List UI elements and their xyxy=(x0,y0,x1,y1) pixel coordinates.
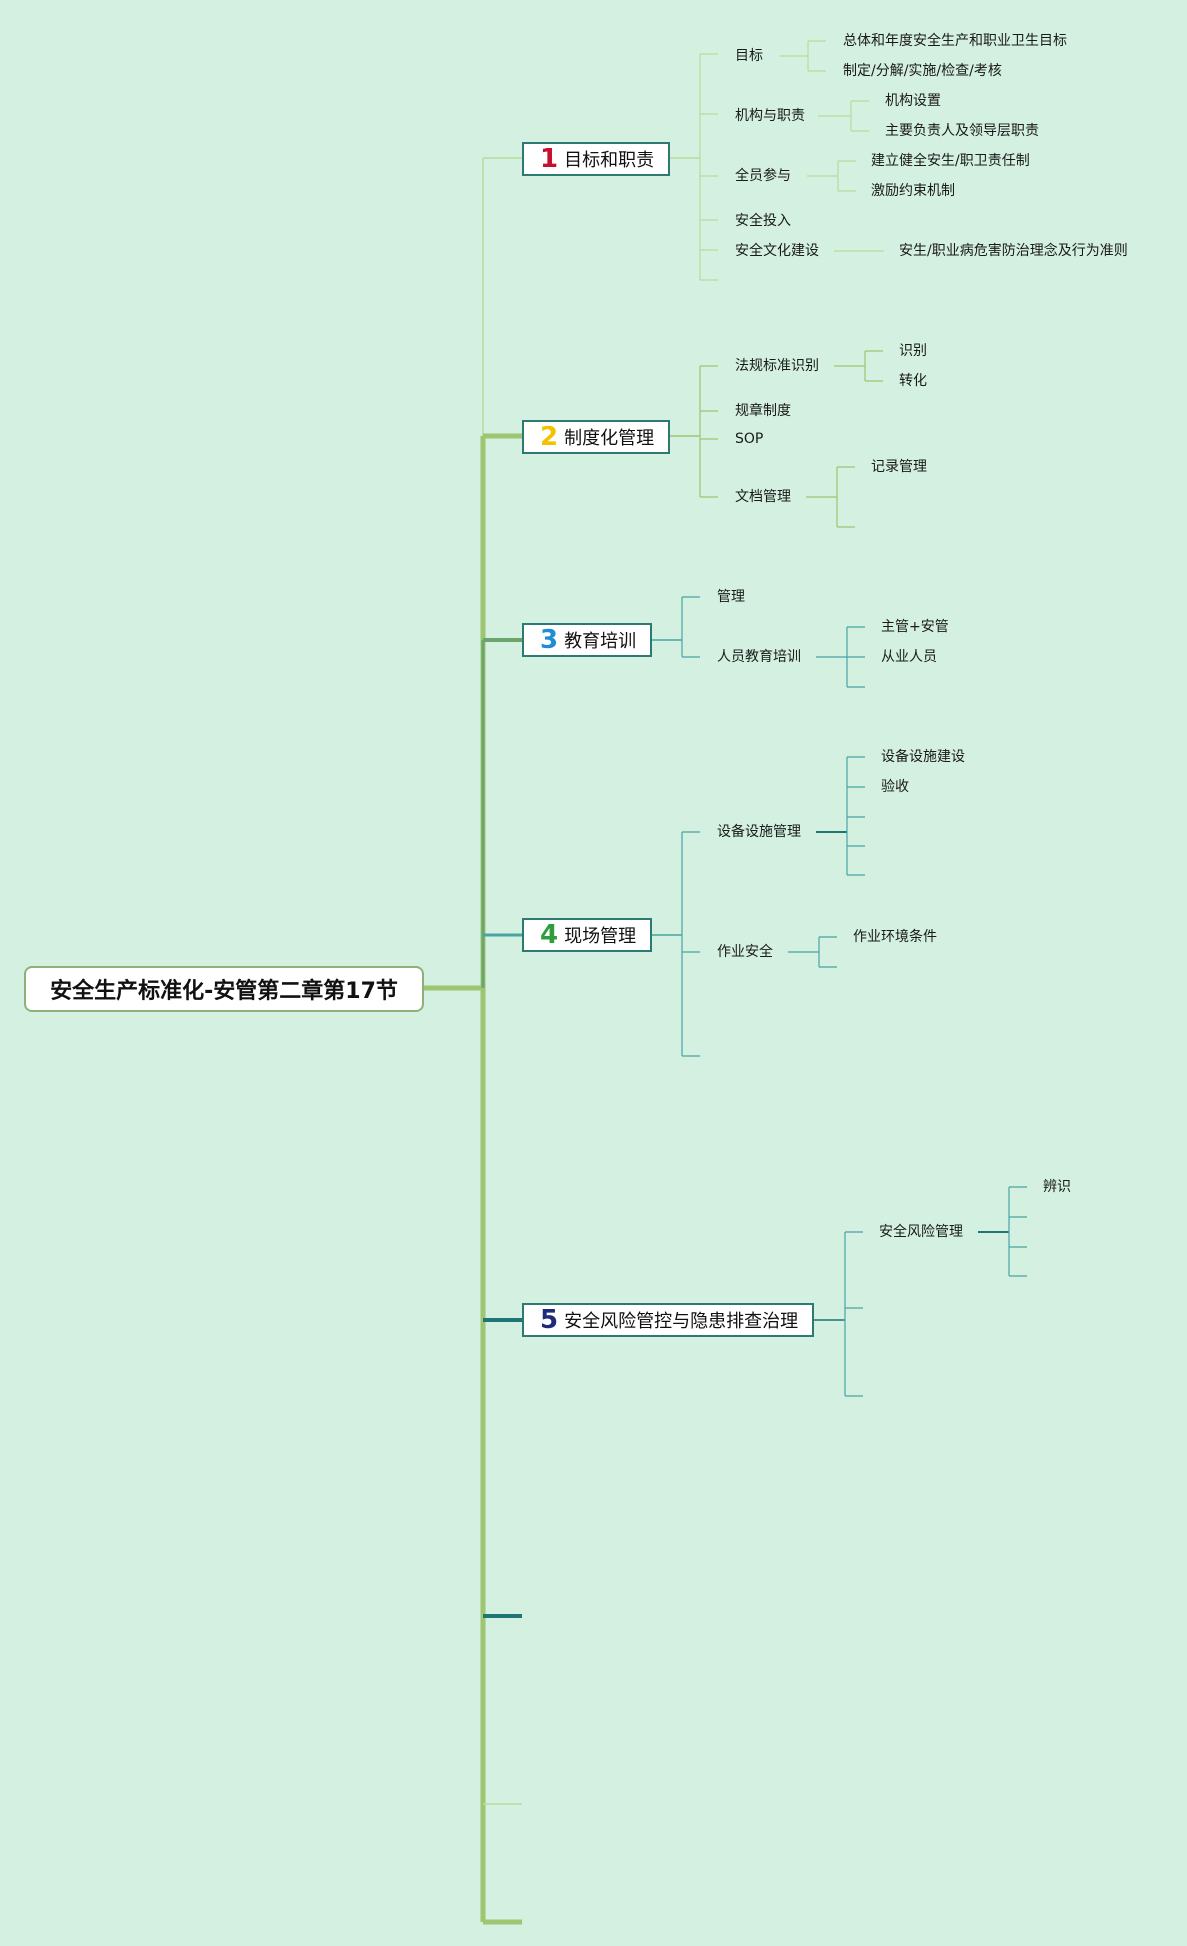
node-rules[interactable]: 规章制度 xyxy=(735,403,791,419)
branch-4-number: 4 xyxy=(540,920,559,950)
node-leader-duty[interactable]: 主要负责人及领导层职责 xyxy=(885,123,1039,139)
branch-1-node[interactable]: 1 目标和职责 xyxy=(522,142,671,176)
branch-3-label: 教育培训 xyxy=(564,631,637,652)
branch-2-node[interactable]: 2 制度化管理 xyxy=(522,420,671,454)
node-regulation-identify[interactable]: 法规标准识别 xyxy=(735,358,819,374)
branch-4-node[interactable]: 4 现场管理 xyxy=(522,918,653,952)
node-workers[interactable]: 从业人员 xyxy=(881,649,937,665)
node-safety-culture[interactable]: 安全文化建设 xyxy=(735,243,819,259)
node-work-safety[interactable]: 作业安全 xyxy=(717,944,773,960)
node-all-staff[interactable]: 全员参与 xyxy=(735,168,791,184)
branch-1-number: 1 xyxy=(540,144,559,174)
branch-1-label: 目标和职责 xyxy=(564,150,655,171)
node-risk-identify[interactable]: 辨识 xyxy=(1043,1179,1071,1195)
branch-5-label: 安全风险管控与隐患排查治理 xyxy=(564,1311,799,1332)
branch-3-node[interactable]: 3 教育培训 xyxy=(522,623,653,657)
node-doc-management[interactable]: 文档管理 xyxy=(735,489,791,505)
node-personnel-training[interactable]: 人员教育培训 xyxy=(717,649,801,665)
node-responsibility-system[interactable]: 建立健全安生/职卫责任制 xyxy=(871,153,1030,169)
node-equipment-management[interactable]: 设备设施管理 xyxy=(717,824,801,840)
branch-3-number: 3 xyxy=(540,625,559,655)
node-training-management[interactable]: 管理 xyxy=(717,589,745,605)
node-work-environment[interactable]: 作业环境条件 xyxy=(853,929,937,945)
node-equipment-build[interactable]: 设备设施建设 xyxy=(881,749,965,765)
node-identify[interactable]: 识别 xyxy=(899,343,927,359)
node-risk-management[interactable]: 安全风险管理 xyxy=(879,1224,963,1240)
node-goal-overall[interactable]: 总体和年度安全生产和职业卫生目标 xyxy=(843,33,1067,49)
node-acceptance[interactable]: 验收 xyxy=(881,779,909,795)
node-record-management[interactable]: 记录管理 xyxy=(871,459,927,475)
node-org-duty[interactable]: 机构与职责 xyxy=(735,108,805,124)
node-safety-investment[interactable]: 安全投入 xyxy=(735,213,791,229)
root-node[interactable]: 安全生产标准化-安管第二章第17节 xyxy=(24,966,424,1012)
branch-5-node[interactable]: 5 安全风险管控与隐患排查治理 xyxy=(522,1303,815,1337)
branch-5-number: 5 xyxy=(540,1305,559,1335)
node-goal[interactable]: 目标 xyxy=(735,48,763,64)
node-goal-process[interactable]: 制定/分解/实施/检查/考核 xyxy=(843,63,1002,79)
branch-4-label: 现场管理 xyxy=(564,926,637,947)
node-convert[interactable]: 转化 xyxy=(899,373,927,389)
branch-2-number: 2 xyxy=(540,422,559,452)
node-culture-principles[interactable]: 安生/职业病危害防治理念及行为准则 xyxy=(899,243,1128,259)
root-label: 安全生产标准化-安管第二章第17节 xyxy=(50,979,398,1004)
branch-2-label: 制度化管理 xyxy=(564,428,655,449)
node-org-setup[interactable]: 机构设置 xyxy=(885,93,941,109)
node-incentive-mechanism[interactable]: 激励约束机制 xyxy=(871,183,955,199)
node-sop[interactable]: SOP xyxy=(735,431,764,447)
node-supervisor-safety[interactable]: 主管+安管 xyxy=(881,619,949,635)
